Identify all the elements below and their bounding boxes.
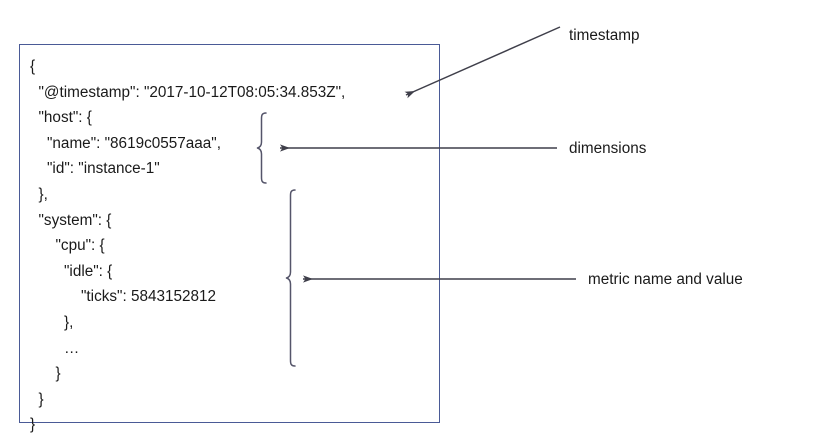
json-code-block: { "@timestamp": "2017-10-12T08:05:34.853…	[30, 58, 346, 434]
annotation-label-metric: metric name and value	[588, 271, 743, 288]
annotation-label-timestamp: timestamp	[569, 27, 640, 44]
annotation-label-dimensions: dimensions	[569, 140, 647, 157]
json-document-box: { "@timestamp": "2017-10-12T08:05:34.853…	[19, 44, 440, 433]
